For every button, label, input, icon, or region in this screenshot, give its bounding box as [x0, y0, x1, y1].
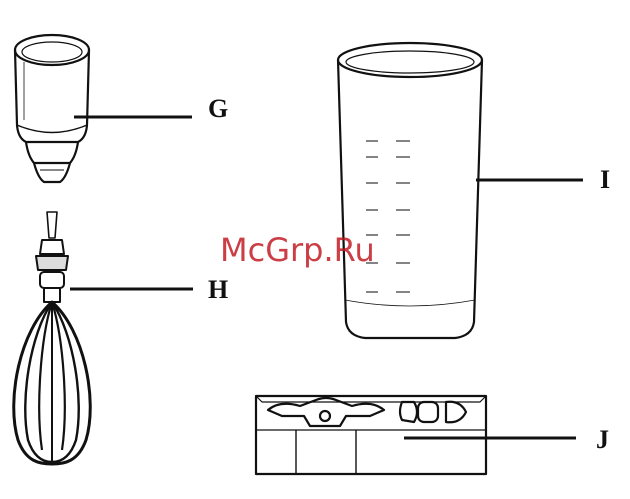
callout-h: H: [208, 275, 228, 304]
watermark-text: McGrp.Ru: [220, 231, 375, 269]
part-j-holder: [256, 396, 486, 474]
part-g-chopper-lid: [15, 35, 89, 182]
callout-g: G: [208, 94, 228, 123]
part-h-whisk: [14, 212, 91, 464]
callout-j: J: [596, 425, 609, 454]
beaker-scale-markings: [366, 141, 410, 292]
part-i-beaker: [338, 43, 482, 338]
callout-i: I: [600, 165, 610, 194]
